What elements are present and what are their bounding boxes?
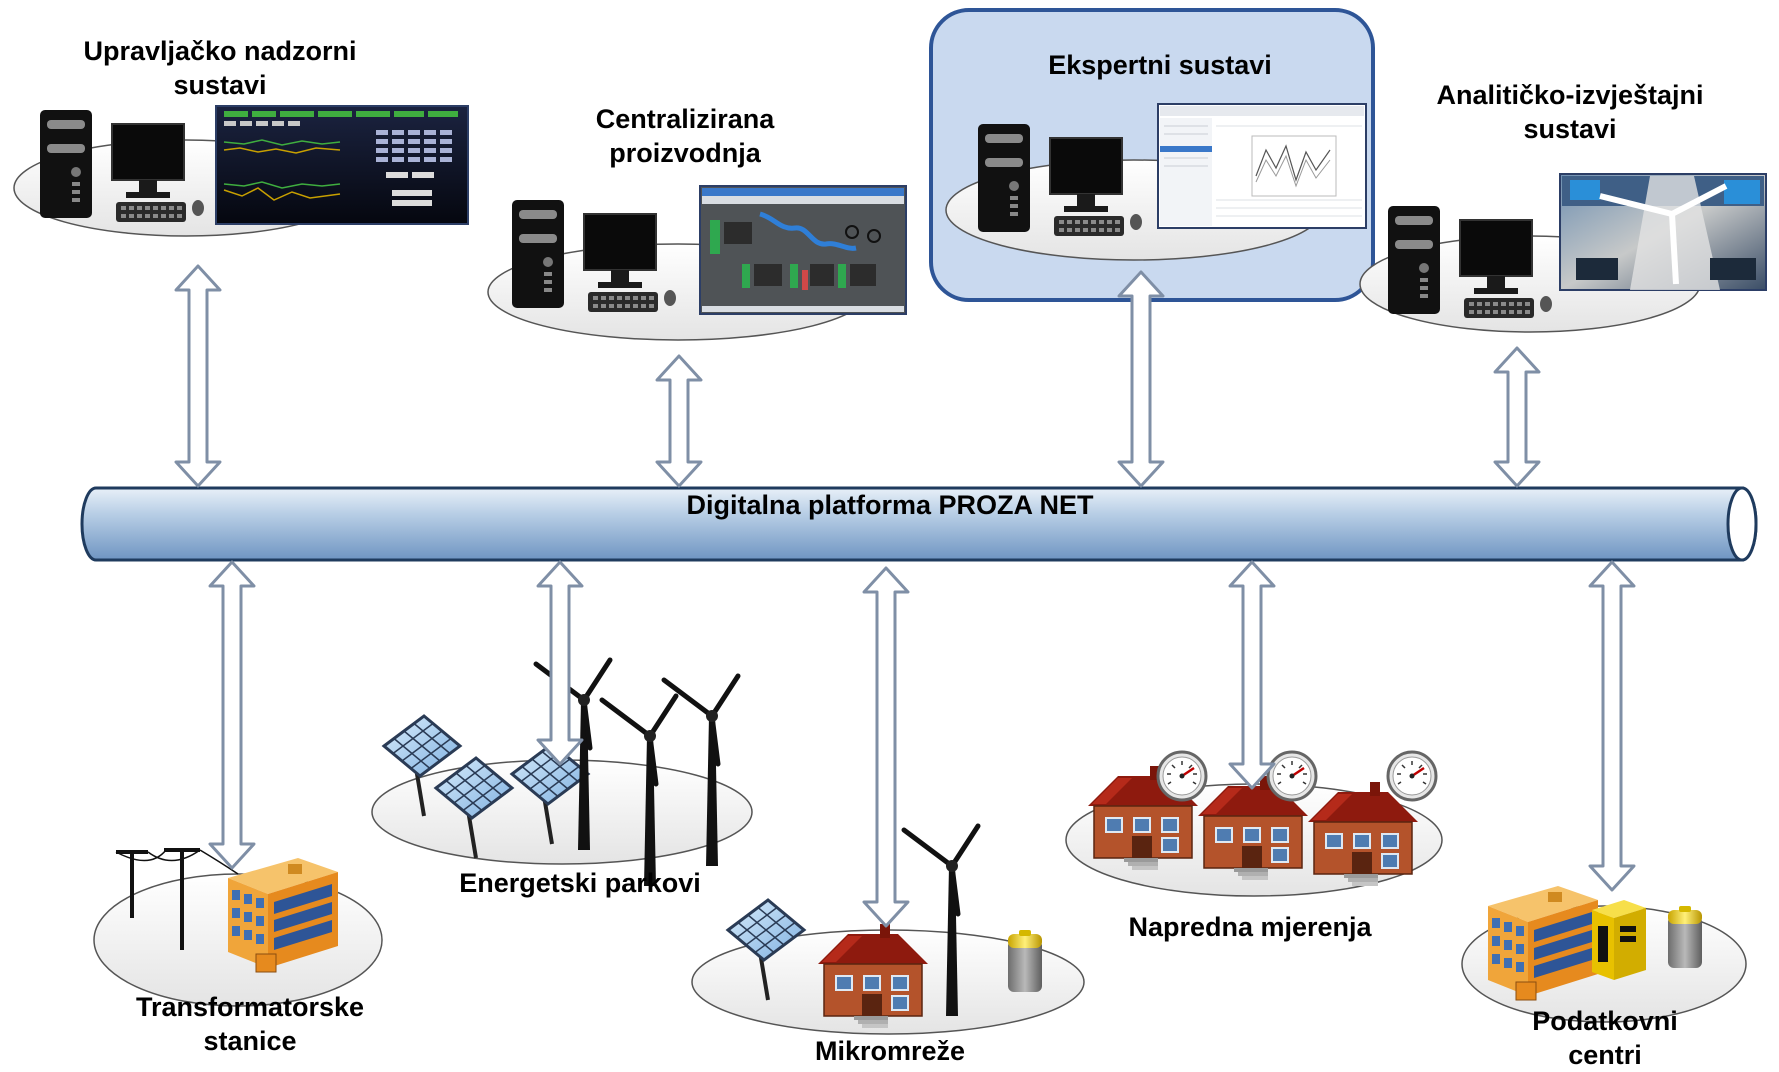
arrow-ekspertni [1117, 270, 1165, 488]
arrow-napredna [1228, 560, 1276, 790]
platform-bus [80, 486, 1758, 562]
label-upravljacko: Upravljačko nadzorni sustavi [83, 36, 357, 100]
label-mikromreze: Mikromreže [814, 1036, 966, 1066]
server-box [1592, 900, 1646, 980]
label-podatkovni: Podatkovni centri [1532, 1006, 1678, 1070]
label-energetski: Energetski parkovi [459, 868, 701, 898]
label-centralizirana: Centralizirana proizvodnja [595, 104, 775, 168]
production-screenshot [699, 185, 907, 315]
arrow-upravljacko [174, 264, 222, 488]
pad-upravljacko [13, 105, 469, 237]
pad-centralizirana [487, 185, 907, 341]
label-transformatorske: Transformatorske stanice [135, 992, 365, 1056]
arrow-podatkovni [1588, 560, 1636, 892]
expert-screenshot [1157, 103, 1367, 229]
arrow-analiticko [1493, 346, 1541, 488]
label-ekspertni: Ekspertni sustavi [1048, 50, 1272, 80]
platform-label: Digitalna platforma PROZA NET [686, 490, 1094, 520]
scada-screenshot [215, 105, 469, 225]
arrow-energetski [536, 560, 584, 766]
pad-transformatorske [93, 848, 383, 1007]
pad-podatkovni [1461, 885, 1747, 1023]
pad-ekspertni [929, 8, 1375, 302]
arrow-centralizirana [655, 354, 703, 488]
label-napredna: Napredna mjerenja [1128, 912, 1372, 942]
label-analiticko: Analitičko-izvještajni sustavi [1436, 80, 1704, 144]
pad-mikromreze [691, 826, 1085, 1035]
control-room-photo [1559, 173, 1767, 291]
arrow-mikromreze [862, 566, 910, 928]
power-lines [115, 848, 239, 950]
arrow-transformatorske [208, 560, 256, 870]
pad-analiticko [1359, 173, 1767, 333]
